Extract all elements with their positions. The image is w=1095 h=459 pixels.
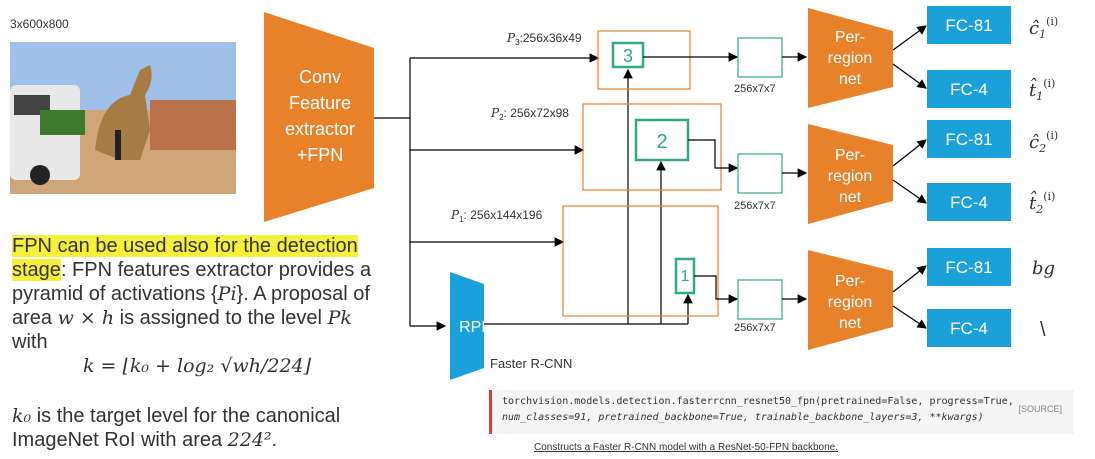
fc4-label-2: FC-4 bbox=[950, 193, 988, 212]
feature-map-p3 bbox=[597, 30, 691, 90]
explanation-text: FPN can be used also for the detection s… bbox=[12, 234, 382, 452]
roi-box-2 bbox=[634, 118, 690, 162]
output-cls-2: ĉ2(i) bbox=[1029, 129, 1058, 155]
fc4-label-3: FC-4 bbox=[950, 80, 988, 99]
head-3-line1: Per- bbox=[835, 29, 865, 46]
head-1-line3: net bbox=[839, 315, 862, 332]
explanation-rest2: }. A proposal of area bbox=[12, 283, 370, 329]
rpn-block bbox=[450, 272, 484, 380]
fc81-box-2 bbox=[927, 120, 1011, 158]
output-backslash: \ bbox=[1040, 319, 1046, 341]
explanation-period: . bbox=[271, 429, 278, 451]
input-image bbox=[10, 42, 236, 194]
output-box-2: t̂2(i) bbox=[1029, 189, 1055, 216]
caption-link[interactable]: Constructs a Faster R-CNN model with a R… bbox=[534, 442, 838, 453]
pooled-label-2: 256x7x7 bbox=[734, 200, 776, 212]
conv-fpn-block bbox=[264, 12, 374, 222]
pooled-box-2 bbox=[737, 153, 783, 194]
pooled-label-1: 256x7x7 bbox=[734, 322, 776, 334]
math-area: w × h bbox=[57, 307, 115, 329]
explanation-rest4: with bbox=[12, 331, 48, 353]
highlight-line1: FPN can be used also for the detection bbox=[12, 235, 358, 257]
fc4-box-2 bbox=[927, 183, 1011, 221]
math-area2: 224² bbox=[227, 429, 272, 451]
roi-number-3: 3 bbox=[623, 46, 633, 66]
conv-label-4: +FPN bbox=[297, 145, 344, 165]
highlight-line2: stage bbox=[12, 259, 61, 281]
fc4-box-3 bbox=[927, 70, 1011, 108]
per-region-net-3 bbox=[808, 8, 893, 108]
head-3-line2: region bbox=[828, 50, 872, 67]
conv-label-1: Conv bbox=[299, 67, 341, 87]
head-2-line1: Per- bbox=[835, 147, 865, 164]
fc81-box-3 bbox=[927, 6, 1011, 44]
code-signature-box: torchvision.models.detection.fasterrcnn_… bbox=[489, 390, 1074, 434]
output-bg: bg bbox=[1032, 258, 1055, 279]
head-1-line1: Per- bbox=[835, 273, 865, 290]
per-region-net-2 bbox=[808, 124, 893, 224]
head-to-fc-arrows bbox=[892, 25, 927, 329]
explanation-rest1: : FPN features extractor provides a pyra… bbox=[12, 259, 372, 305]
explanation-paragraph-2: k₀ is the target level for the canonical… bbox=[12, 404, 382, 452]
output-cls-1: ĉ1(i) bbox=[1029, 15, 1058, 41]
faster-rcnn-label: Faster R-CNN bbox=[490, 356, 572, 371]
head-1-line2: region bbox=[828, 294, 872, 311]
rpn-proposal-arrows bbox=[484, 68, 693, 325]
roi-box-3 bbox=[611, 41, 645, 69]
pooled-box-1 bbox=[737, 279, 783, 320]
conv-label-2: Feature bbox=[289, 93, 351, 113]
output-box-1: t̂1(i) bbox=[1029, 76, 1055, 103]
fc81-box-1 bbox=[927, 248, 1011, 286]
level-formula: k = ⌊k₀ + log₂ √wh/224⌋ bbox=[82, 355, 312, 377]
explanation-paragraph-1: FPN can be used also for the detection s… bbox=[12, 234, 382, 354]
code-line-1: torchvision.models.detection.fasterrcnn_… bbox=[502, 396, 1014, 407]
image-size-label: 3x600x800 bbox=[10, 17, 69, 31]
fc81-label-2: FC-81 bbox=[945, 130, 992, 149]
fc4-box-1 bbox=[927, 309, 1011, 347]
conv-label-3: extractor bbox=[285, 119, 355, 139]
pooled-to-head-arrows bbox=[782, 52, 808, 304]
fc81-label-3: FC-81 bbox=[945, 16, 992, 35]
roi-pool-arrows bbox=[643, 52, 739, 304]
fc81-label-1: FC-81 bbox=[945, 258, 992, 277]
head-3-line3: net bbox=[839, 71, 862, 88]
feature-map-p1 bbox=[562, 205, 719, 317]
pooled-label-3: 256x7x7 bbox=[734, 83, 776, 95]
backbone-connections bbox=[374, 53, 600, 331]
p1-label: P1: 256x144x196 bbox=[450, 208, 543, 224]
rpn-label: RPN bbox=[459, 319, 493, 336]
per-region-net-1 bbox=[808, 250, 893, 350]
math-pk: Pk bbox=[327, 307, 352, 329]
explanation-para2: is the target level for the canonical Im… bbox=[12, 405, 341, 451]
p2-label: P2: 256x72x98 bbox=[490, 106, 569, 122]
roi-number-2: 2 bbox=[656, 131, 667, 153]
pooled-box-3 bbox=[737, 37, 783, 78]
p3-label: P3:256x36x49 bbox=[506, 31, 582, 47]
fc4-label-1: FC-4 bbox=[950, 319, 988, 338]
head-2-line3: net bbox=[839, 189, 862, 206]
roi-number-1: 1 bbox=[681, 268, 690, 285]
explanation-rest3: is assigned to the level bbox=[114, 307, 328, 329]
feature-map-p2 bbox=[582, 103, 722, 191]
source-link[interactable]: [SOURCE] bbox=[1018, 404, 1062, 414]
math-k0: k₀ bbox=[12, 405, 32, 427]
head-2-line2: region bbox=[828, 168, 872, 185]
code-line-2: num_classes=91, pretrained_backbone=True… bbox=[502, 412, 984, 423]
math-pi: Pi bbox=[217, 283, 237, 305]
